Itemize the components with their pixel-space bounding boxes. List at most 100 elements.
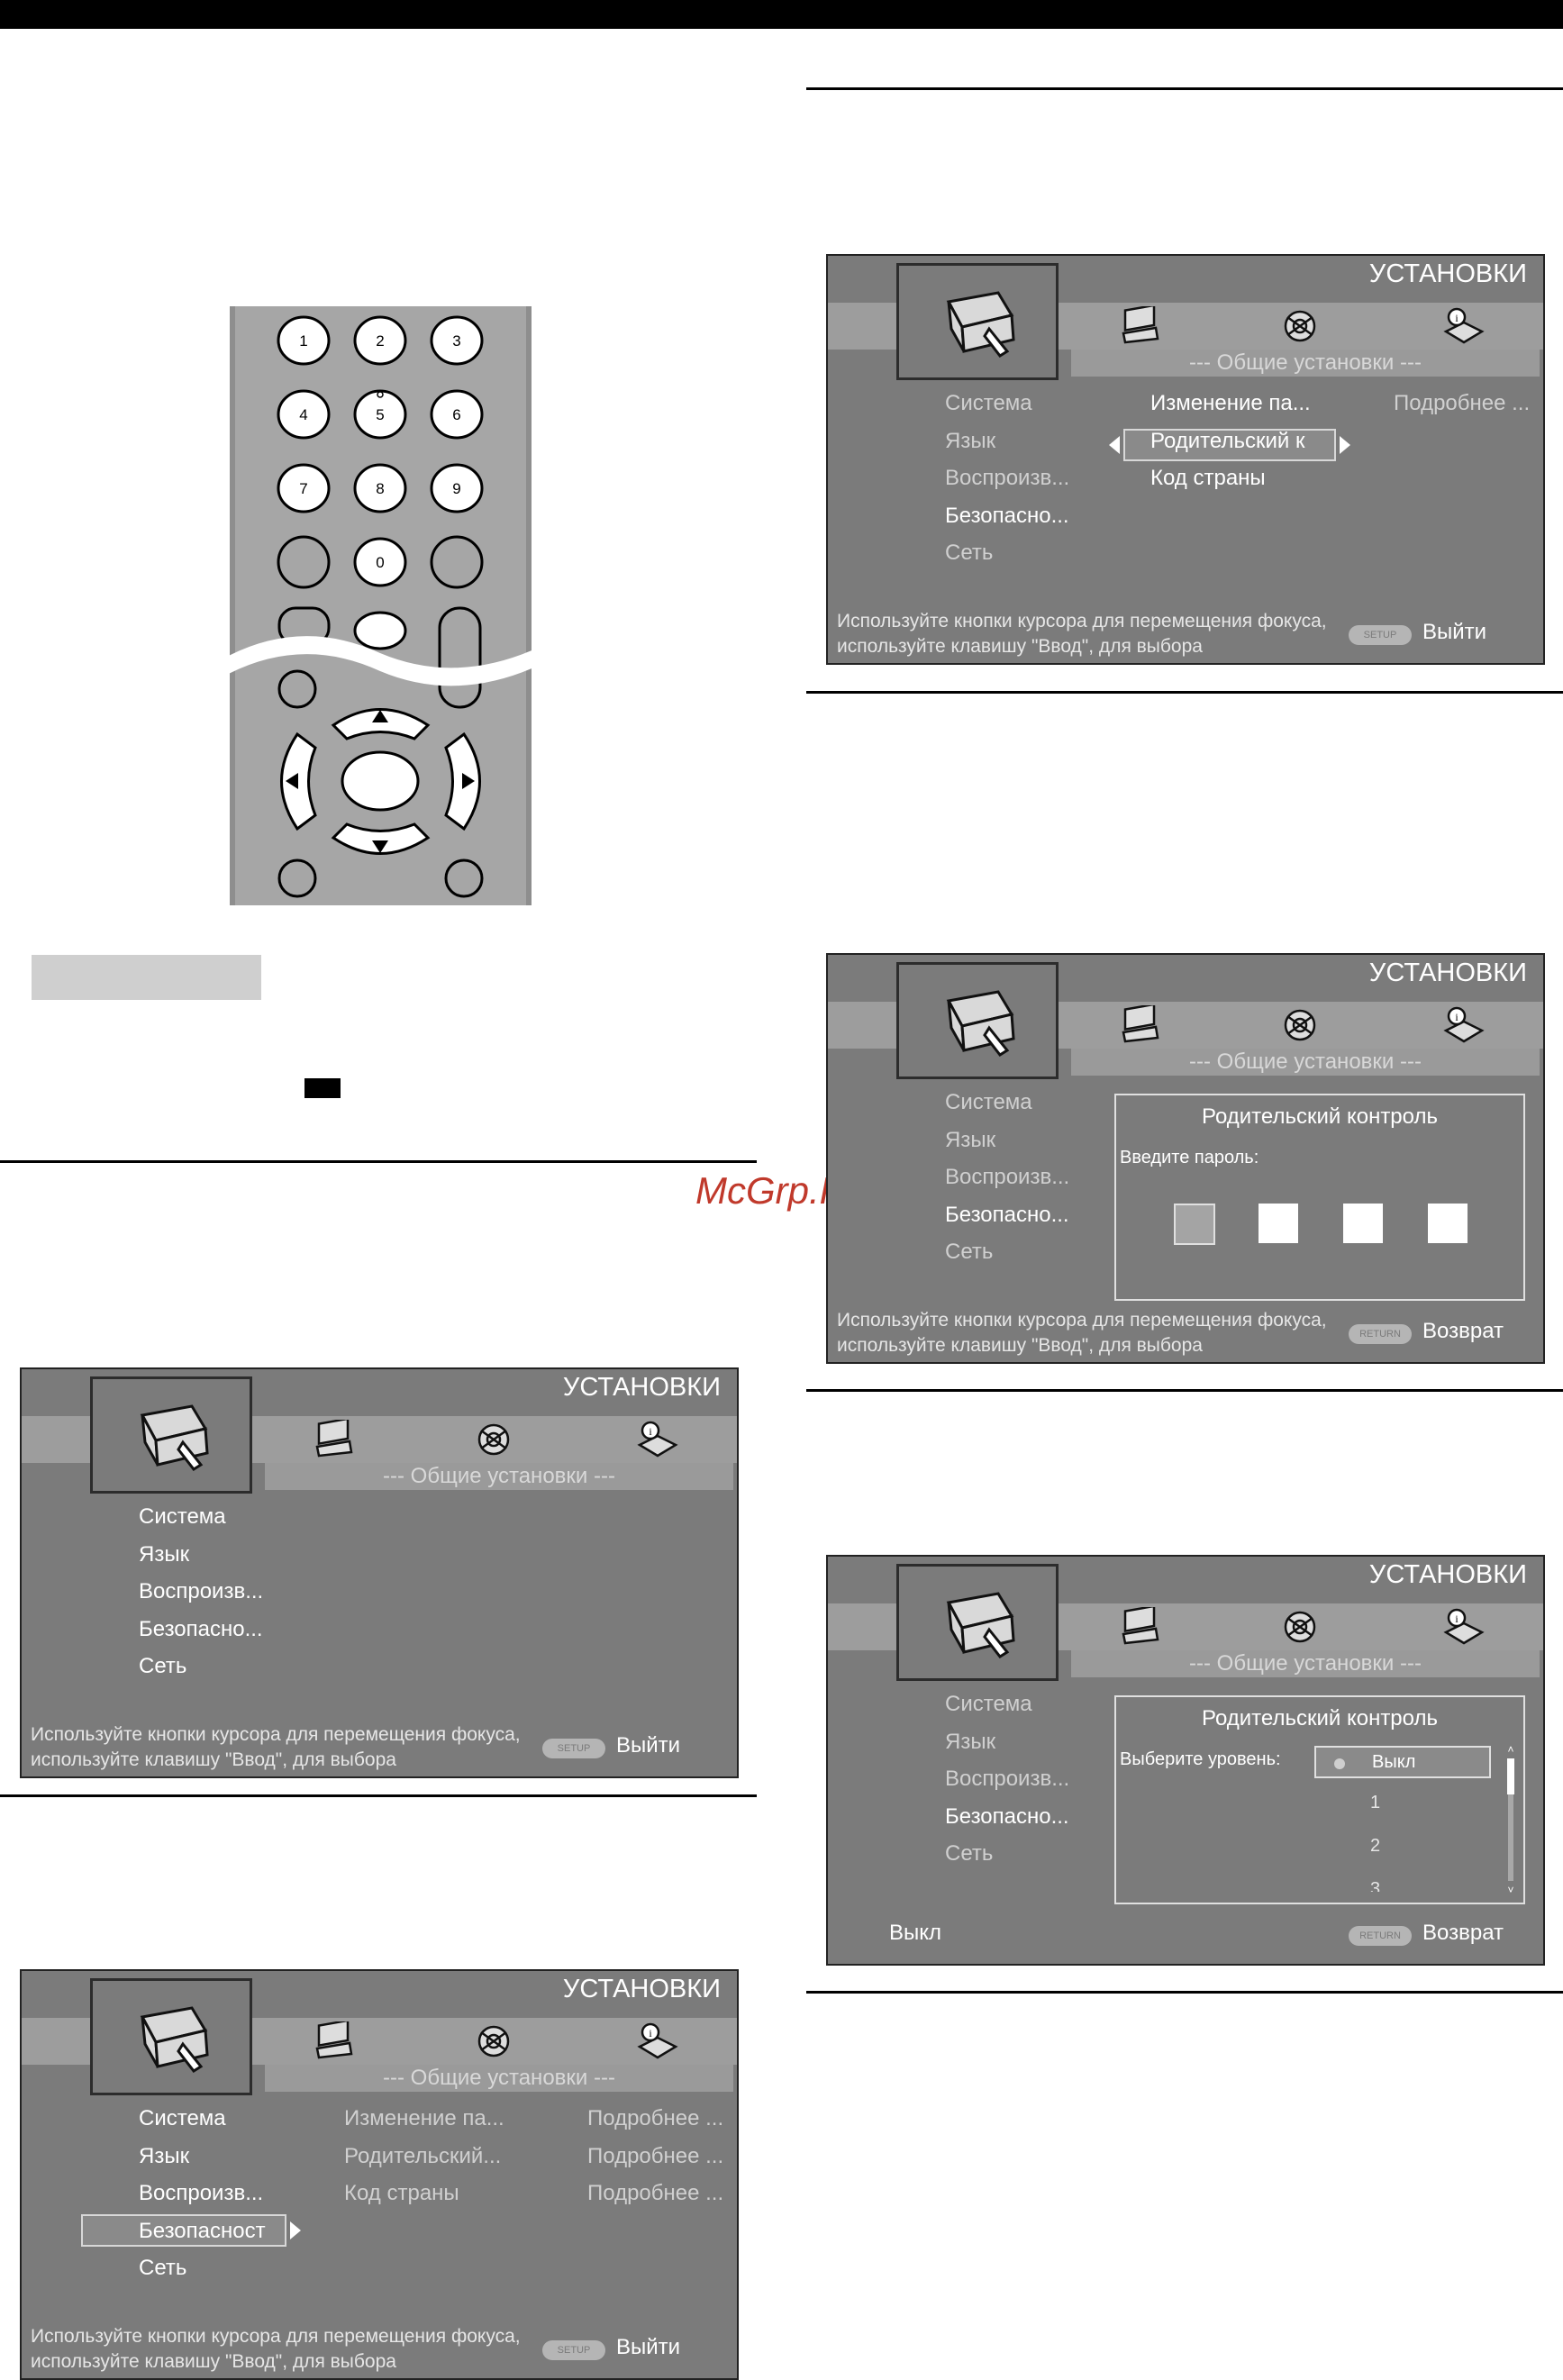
- menu-item-security[interactable]: Безопасно...: [945, 1804, 1069, 1829]
- menu-item-network[interactable]: Сеть: [139, 1654, 187, 1678]
- level-option[interactable]: 3: [1370, 1879, 1381, 1892]
- help-line: используйте клавишу "Ввод", для выбора: [31, 1749, 396, 1770]
- display-icon[interactable]: [1118, 304, 1163, 346]
- setup-button-icon: SETUP: [542, 1739, 605, 1758]
- menu-item-security[interactable]: Безопасно...: [139, 1617, 263, 1641]
- details-link[interactable]: Подробнее ...: [587, 2106, 724, 2130]
- password-digit-3[interactable]: [1343, 1204, 1383, 1243]
- info-icon[interactable]: i: [634, 2021, 679, 2061]
- speaker-icon[interactable]: [472, 1420, 517, 1459]
- key-label: 4: [299, 406, 307, 423]
- speaker-icon[interactable]: [1278, 1607, 1323, 1647]
- menu-item-security[interactable]: Безопасно...: [945, 504, 1069, 528]
- info-icon[interactable]: i: [1440, 1607, 1486, 1647]
- level-option-selected[interactable]: Выкл: [1314, 1746, 1491, 1778]
- scrollbar-thumb[interactable]: [1507, 1758, 1514, 1794]
- cursor-down-key: [331, 822, 431, 855]
- setup-screen-general: УСТАНОВКИ i --- Общие установки --- Сист…: [20, 1367, 739, 1778]
- menu-item-language[interactable]: Язык: [139, 1542, 190, 1567]
- menu-item-playback[interactable]: Воспроизв...: [945, 1767, 1070, 1791]
- key-2: [353, 315, 407, 366]
- menu-item-language[interactable]: Язык: [945, 1730, 996, 1754]
- menu-highlight: [81, 2214, 286, 2247]
- cursor-up-key: [331, 708, 431, 740]
- password-digit-1[interactable]: [1174, 1204, 1215, 1245]
- section-rule: [0, 1794, 757, 1797]
- note-heading-box: [32, 955, 261, 1000]
- key-label: 0: [376, 554, 384, 571]
- toolbox-icon[interactable]: [896, 962, 1059, 1079]
- key-7: [277, 463, 331, 513]
- menu-item-network[interactable]: Сеть: [945, 540, 994, 565]
- menu-item-network[interactable]: Сеть: [945, 1841, 994, 1866]
- level-option[interactable]: 2: [1370, 1836, 1381, 1856]
- key-label: 5: [376, 406, 384, 423]
- info-icon[interactable]: i: [634, 1420, 679, 1459]
- display-icon[interactable]: [1118, 1604, 1163, 1647]
- key-label: 8: [376, 480, 384, 497]
- toolbox-icon[interactable]: [90, 1978, 252, 2095]
- arrow-right-icon: [1340, 436, 1350, 454]
- parental-level-dialog: Родительский контроль Выберите уровень: …: [1114, 1695, 1525, 1904]
- menu-item-system[interactable]: Система: [945, 391, 1032, 415]
- submenu-highlight: [1123, 429, 1336, 461]
- info-icon[interactable]: i: [1440, 306, 1486, 346]
- display-icon[interactable]: [1118, 1003, 1163, 1045]
- arrow-left-icon: [1109, 436, 1120, 454]
- page-header-bar: [0, 0, 1563, 29]
- menu-item-network[interactable]: Сеть: [945, 1240, 994, 1264]
- chevron-down-icon[interactable]: ˅: [1507, 1884, 1514, 1896]
- menu-item-network[interactable]: Сеть: [139, 2256, 187, 2280]
- menu-item-language[interactable]: Язык: [945, 1128, 996, 1152]
- screen-title: УСТАНОВКИ: [1368, 958, 1527, 987]
- menu-item-system[interactable]: Система: [139, 2106, 226, 2130]
- screen-subtitle: --- Общие установки ---: [1071, 350, 1540, 377]
- exit-label: Выйти: [616, 1733, 681, 1758]
- submenu-country-code[interactable]: Код страны: [1150, 466, 1266, 490]
- menu-item-system[interactable]: Система: [945, 1090, 1032, 1114]
- submenu-parental[interactable]: Родительский к: [1150, 429, 1305, 453]
- svg-text:i: i: [1455, 312, 1458, 324]
- toolbox-icon[interactable]: [896, 1564, 1059, 1681]
- submenu-password-change[interactable]: Изменение па...: [1150, 391, 1311, 415]
- menu-item-playback[interactable]: Воспроизв...: [945, 1165, 1070, 1189]
- details-link[interactable]: Подробнее ...: [1394, 391, 1531, 415]
- scrollbar[interactable]: ˄ ˅: [1505, 1744, 1516, 1895]
- return-label: Возврат: [1422, 1319, 1504, 1343]
- key-label: 2: [376, 332, 384, 350]
- chevron-up-icon[interactable]: ˄: [1507, 1743, 1514, 1756]
- info-icon[interactable]: i: [1440, 1005, 1486, 1045]
- screen-title: УСТАНОВКИ: [1368, 1560, 1527, 1589]
- display-icon[interactable]: [312, 2019, 357, 2061]
- screen-title: УСТАНОВКИ: [1368, 259, 1527, 288]
- toolbox-icon[interactable]: [896, 263, 1059, 380]
- submenu-parental[interactable]: Родительский...: [344, 2144, 502, 2168]
- menu-item-security[interactable]: Безопасност: [139, 2219, 266, 2243]
- details-link[interactable]: Подробнее ...: [587, 2181, 724, 2205]
- menu-item-playback[interactable]: Воспроизв...: [139, 1579, 264, 1603]
- menu-item-playback[interactable]: Воспроизв...: [139, 2181, 264, 2205]
- password-digit-4[interactable]: [1428, 1204, 1468, 1243]
- key-8: [353, 463, 407, 513]
- help-line: используйте клавишу "Ввод", для выбора: [837, 1335, 1203, 1356]
- password-digit-2[interactable]: [1259, 1204, 1298, 1243]
- menu-item-system[interactable]: Система: [139, 1504, 226, 1529]
- key-3: [430, 315, 484, 366]
- menu-item-security[interactable]: Безопасно...: [945, 1203, 1069, 1227]
- toolbox-icon[interactable]: [90, 1376, 252, 1494]
- speaker-icon[interactable]: [1278, 306, 1323, 346]
- display-icon[interactable]: [312, 1417, 357, 1459]
- speaker-icon[interactable]: [1278, 1005, 1323, 1045]
- level-option[interactable]: 1: [1370, 1793, 1381, 1812]
- speaker-icon[interactable]: [472, 2021, 517, 2061]
- submenu-password-change[interactable]: Изменение па...: [344, 2106, 504, 2130]
- details-link[interactable]: Подробнее ...: [587, 2144, 724, 2168]
- help-text: Используйте кнопки курсора для перемещен…: [837, 609, 1327, 659]
- menu-item-language[interactable]: Язык: [945, 429, 996, 453]
- submenu-country-code[interactable]: Код страны: [344, 2181, 459, 2205]
- help-text: Используйте кнопки курсора для перемещен…: [31, 1722, 521, 1773]
- menu-item-system[interactable]: Система: [945, 1692, 1032, 1716]
- menu-item-language[interactable]: Язык: [139, 2144, 190, 2168]
- menu-item-playback[interactable]: Воспроизв...: [945, 466, 1070, 490]
- section-rule: [806, 1389, 1563, 1392]
